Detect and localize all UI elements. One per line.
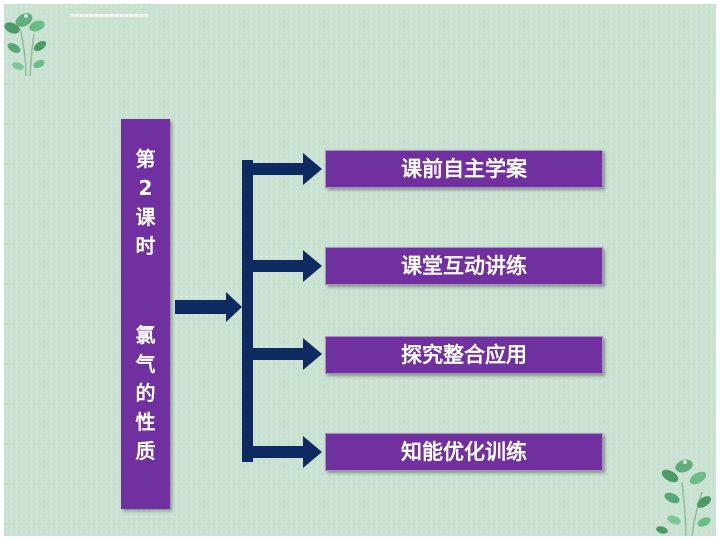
- leaf-cluster-icon: [4, 13, 47, 77]
- menu-button-practice[interactable]: 知能优化训练: [325, 433, 603, 471]
- arrow-icon: [253, 436, 322, 468]
- title-char: 的: [135, 381, 156, 405]
- arrow-icon: [253, 153, 322, 185]
- lesson-topic-title: 氯 气 的 性 质: [121, 321, 170, 466]
- lesson-number-title: 第 2 课 时: [121, 145, 170, 261]
- arrow-icon: [253, 338, 322, 370]
- menu-button-pre-class[interactable]: 课前自主学案: [325, 150, 603, 188]
- menu-button-in-class[interactable]: 课堂互动讲练: [325, 247, 603, 285]
- menu-button-explore[interactable]: 探究整合应用: [325, 336, 603, 374]
- lesson-title-box: 第 2 课 时 氯 气 的 性 质: [121, 119, 170, 509]
- arrow-icon: [175, 292, 242, 322]
- title-char: 质: [135, 439, 156, 463]
- leaf-cluster-icon: [656, 459, 712, 536]
- arrow-icon: [253, 250, 322, 282]
- title-char: 课: [135, 205, 156, 229]
- title-char: 氯: [135, 323, 156, 347]
- header-strip: [70, 14, 148, 17]
- title-char: 2: [138, 176, 153, 200]
- connector-trunk: [242, 160, 253, 462]
- title-char: 时: [135, 234, 156, 258]
- title-char: 性: [135, 410, 156, 434]
- title-char: 气: [135, 352, 156, 376]
- title-char: 第: [135, 147, 156, 171]
